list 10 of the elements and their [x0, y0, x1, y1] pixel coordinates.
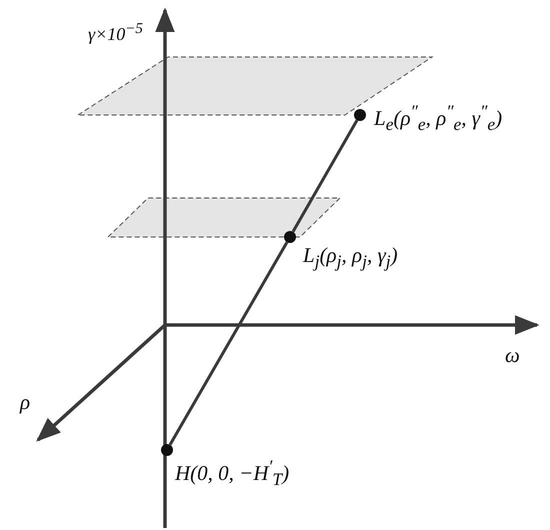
point-marker: [161, 444, 173, 456]
line: [168, 241, 288, 446]
axis-label: ρ: [20, 392, 30, 413]
line: [292, 119, 358, 233]
axis-label: γ×10$^{−5}$: [88, 22, 143, 43]
coordinate-label: H(0, 0, −H$^{′}$$_{T}$): [175, 458, 290, 489]
axis-label: ω: [505, 345, 520, 366]
coordinate-label: L$_{j}$(ρ$_{j}$, ρ$_{j}$, γ$_{j}$): [303, 245, 398, 271]
point-marker: [354, 109, 366, 121]
coordinate-label: L$_{e}$(ρ$^{″}$$_{e}$, ρ$^{″}$$_{e}$, γ$^{″}$$_{e}$): [374, 103, 502, 134]
